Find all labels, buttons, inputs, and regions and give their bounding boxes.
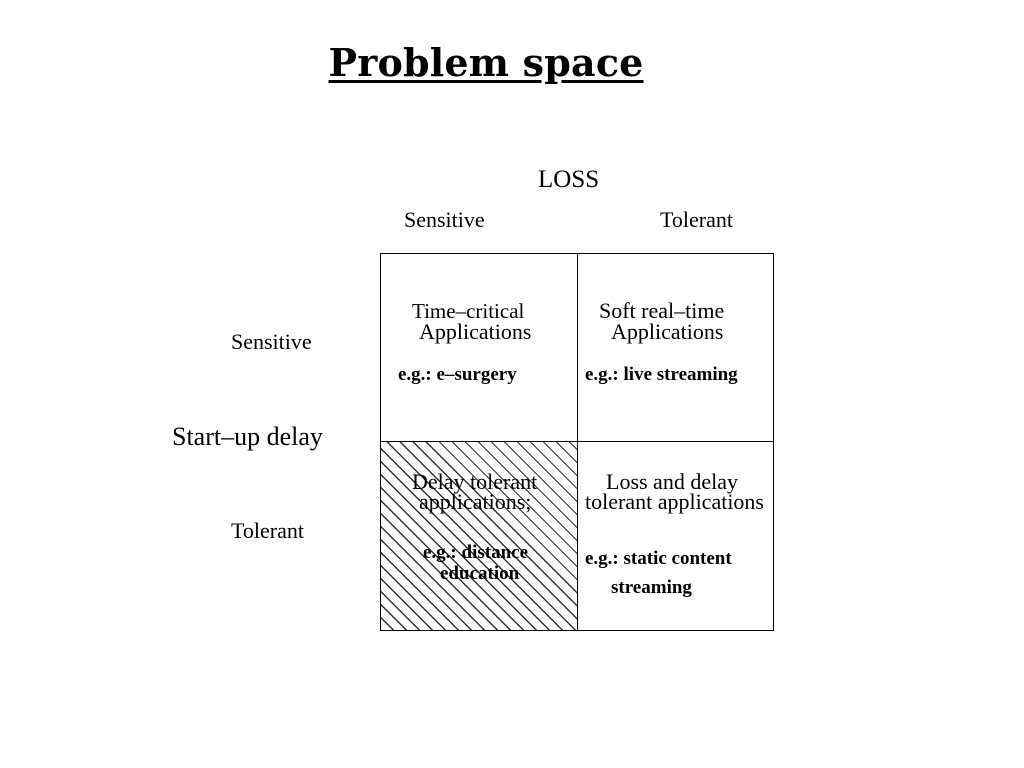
example-text: live streaming <box>623 364 738 385</box>
example-prefix: e.g.: <box>585 364 619 385</box>
example-text-line2: streaming <box>611 577 692 598</box>
example-text: e–surgery <box>436 364 517 385</box>
quadrant-title-line2: applications; <box>419 489 532 514</box>
loss-sensitive-label: Sensitive <box>404 207 485 232</box>
example-prefix: e.g.: <box>423 542 457 563</box>
delay-axis-label: Start–up delay <box>172 422 323 451</box>
quadrant-example: e.g.: live streaming <box>585 364 738 386</box>
quadrant-title-line1: Time–critical <box>412 299 525 323</box>
example-text-line2: education <box>440 563 520 584</box>
quadrant-title-line1: Delay tolerant <box>412 469 538 494</box>
grid-horizontal-divider <box>380 441 774 442</box>
delay-sensitive-label: Sensitive <box>231 329 312 354</box>
example-prefix: e.g.: <box>398 364 432 385</box>
quadrant-title-line1: Loss and delay <box>606 469 738 494</box>
loss-axis-label: LOSS <box>538 166 600 193</box>
quadrant-title-line2: tolerant applications <box>585 489 764 514</box>
example-text-line1: distance <box>461 542 529 563</box>
quadrant-title-line1: Soft real–time <box>599 298 725 323</box>
quadrant-example: e.g.: distance <box>423 542 528 564</box>
delay-tolerant-label: Tolerant <box>231 518 304 543</box>
grid-vertical-divider <box>577 253 578 631</box>
example-prefix: e.g.: <box>585 548 619 569</box>
quadrant-title-line2: Applications <box>611 319 724 344</box>
quadrant-example: e.g.: static content <box>585 548 732 570</box>
quadrant-title-line2: Applications <box>419 319 532 344</box>
hatched-cell-background <box>381 442 577 630</box>
quadrant-example: e.g.: e–surgery <box>398 364 517 386</box>
page-title: Problem space <box>328 40 644 85</box>
loss-tolerant-label: Tolerant <box>660 207 733 232</box>
example-text-line1: static content <box>623 548 732 569</box>
